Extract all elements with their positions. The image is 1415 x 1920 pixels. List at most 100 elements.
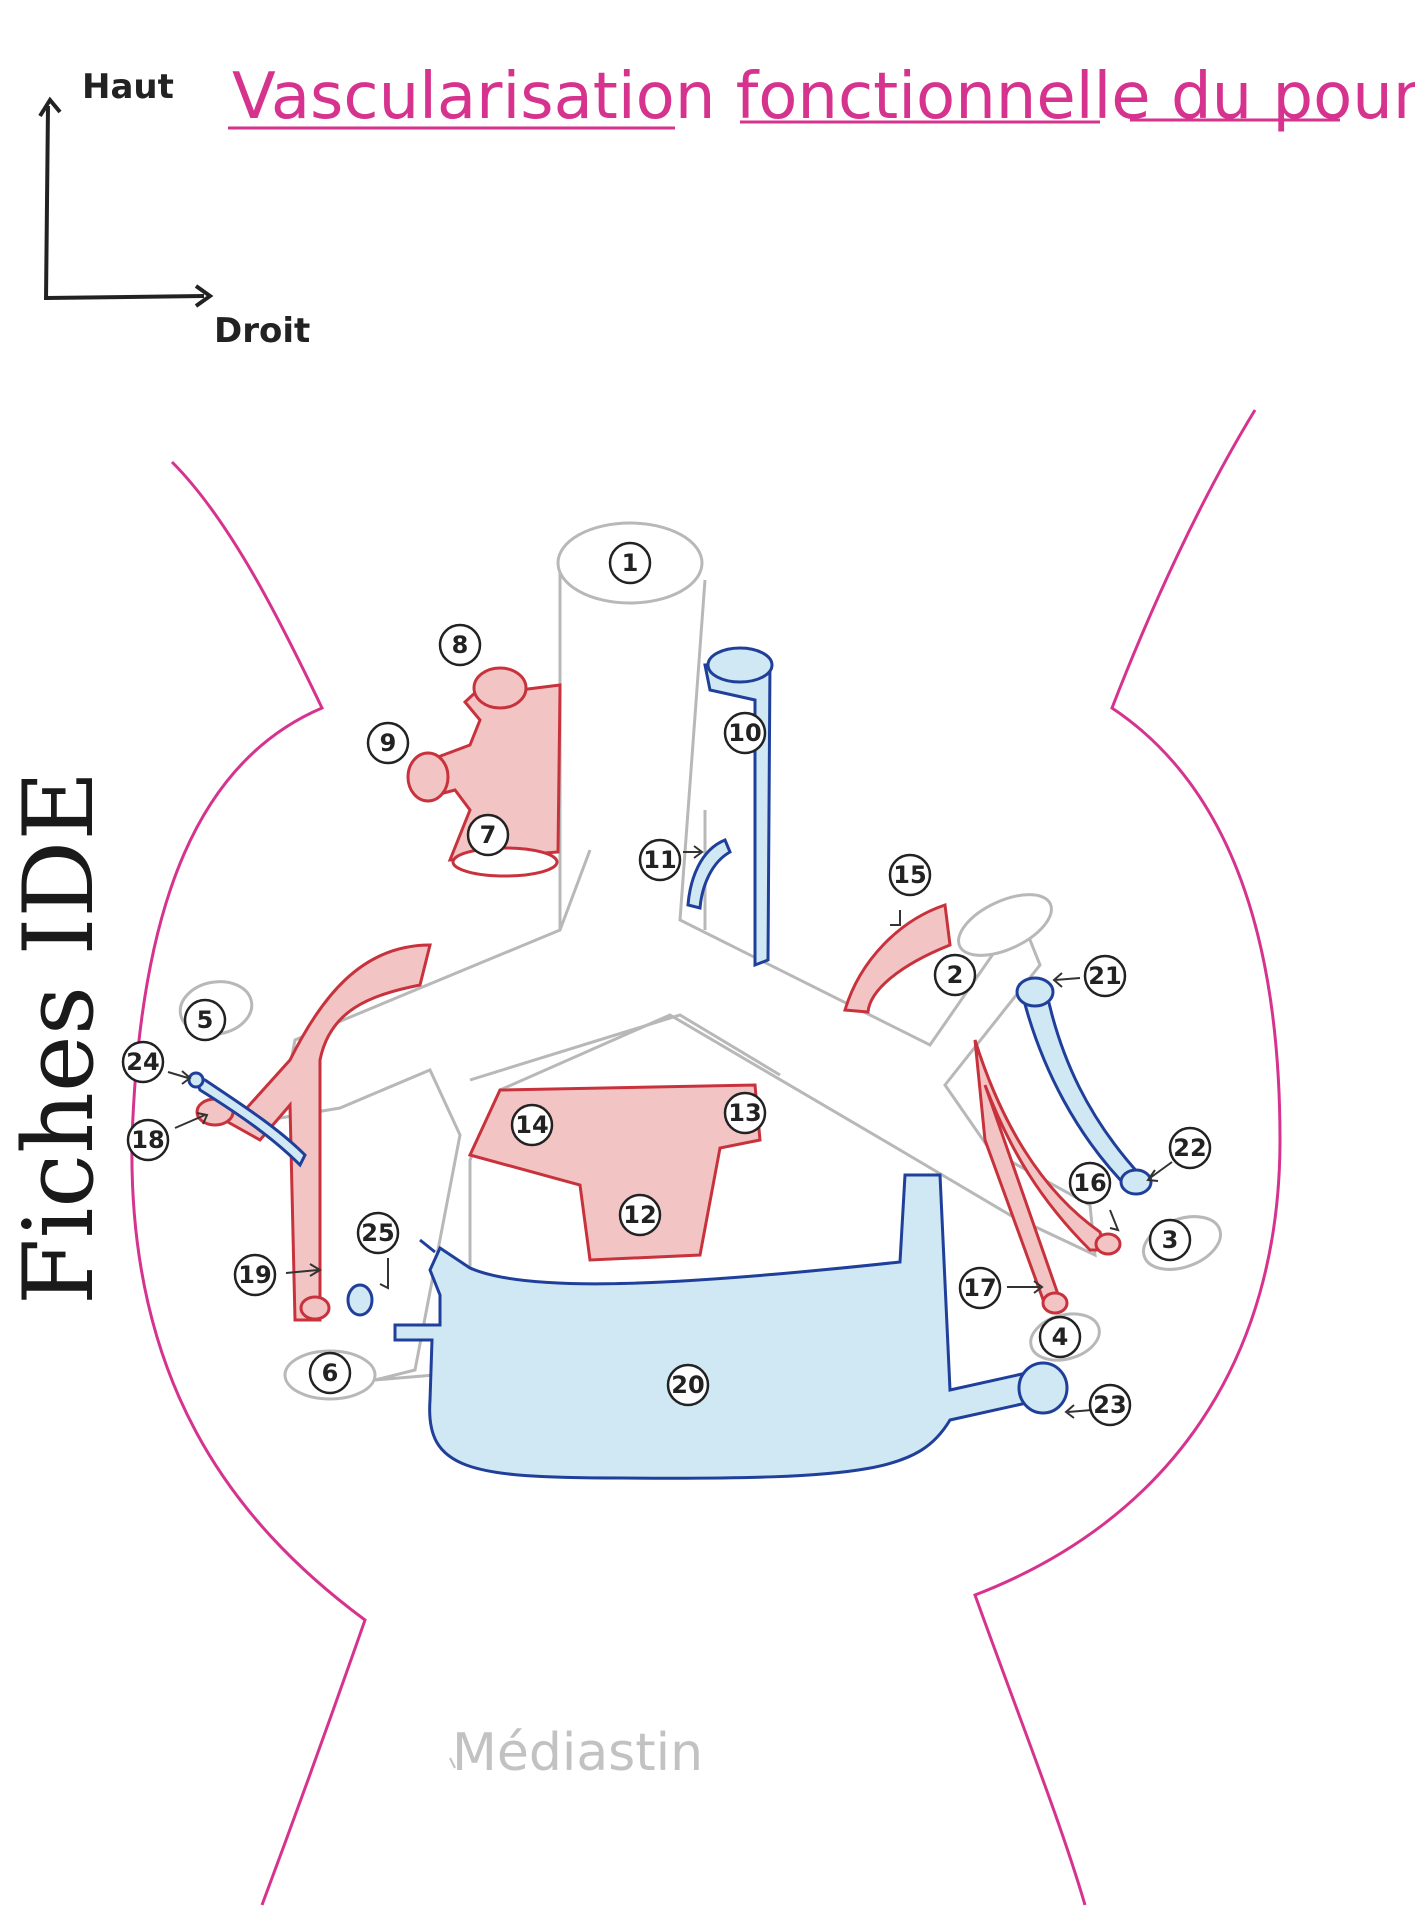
number-label: 4 bbox=[1038, 1315, 1082, 1359]
leader-arrows bbox=[167, 845, 1173, 1419]
number-label: 3 bbox=[1148, 1218, 1192, 1262]
number-label-text: 17 bbox=[963, 1274, 996, 1302]
number-label-circle bbox=[233, 1253, 277, 1297]
number-label-text: 19 bbox=[238, 1261, 271, 1289]
number-label-text: 3 bbox=[1162, 1226, 1179, 1254]
left-lung-outline bbox=[130, 460, 367, 1906]
number-label: 19 bbox=[233, 1253, 277, 1297]
azygos-vein bbox=[686, 838, 732, 910]
bronchus-inner-line bbox=[469, 1013, 781, 1082]
number-label-circle bbox=[638, 838, 682, 882]
number-label-text: 9 bbox=[380, 729, 397, 757]
left-upper-vein-end bbox=[187, 1071, 205, 1089]
venous-vessels bbox=[187, 646, 1153, 1480]
number-label-circle bbox=[608, 541, 652, 585]
number-label-circle bbox=[466, 813, 510, 857]
number-label: 17 bbox=[958, 1266, 1002, 1310]
number-label-text: 8 bbox=[452, 631, 469, 659]
number-label-circle bbox=[723, 1091, 767, 1135]
orientation-axes: Haut Droit bbox=[38, 67, 310, 351]
number-label-text: 10 bbox=[728, 719, 761, 747]
number-label-circle bbox=[618, 1193, 662, 1237]
number-label-circle bbox=[121, 1040, 165, 1084]
number-label-text: 25 bbox=[361, 1219, 394, 1247]
arrow-24-icon bbox=[167, 1070, 192, 1085]
arrow-21-icon bbox=[1052, 972, 1081, 988]
number-label: 23 bbox=[1088, 1383, 1132, 1427]
number-label-circle bbox=[888, 853, 932, 897]
number-label-text: 6 bbox=[322, 1359, 339, 1387]
number-label-text: 21 bbox=[1088, 962, 1121, 990]
number-label: 24 bbox=[121, 1040, 165, 1084]
number-label-circle bbox=[356, 1211, 400, 1255]
number-label-text: 18 bbox=[131, 1126, 164, 1154]
number-label: 6 bbox=[308, 1351, 352, 1395]
number-label-circle bbox=[510, 1103, 554, 1147]
number-label-circle bbox=[1038, 1315, 1082, 1359]
number-label-text: 2 bbox=[947, 961, 964, 989]
number-label-text: 12 bbox=[623, 1201, 656, 1229]
up-axis bbox=[44, 105, 50, 301]
number-label-text: 23 bbox=[1093, 1391, 1126, 1419]
pulmonary-trunk bbox=[467, 1083, 762, 1262]
number-label: 22 bbox=[1168, 1126, 1212, 1170]
bronchi-body bbox=[278, 566, 1097, 1382]
number-label: 15 bbox=[888, 853, 932, 897]
number-label: 25 bbox=[356, 1211, 400, 1255]
left-lower-artery-end bbox=[299, 1295, 331, 1321]
right-lung-outline bbox=[973, 409, 1282, 1906]
left-lower-pulmonary-vein-end bbox=[346, 1283, 374, 1317]
number-label: 5 bbox=[183, 998, 227, 1042]
pulmonary-vein-stub bbox=[419, 1238, 436, 1254]
number-label-text: 22 bbox=[1173, 1134, 1206, 1162]
vena-cava-top bbox=[706, 646, 774, 684]
number-label-text: 24 bbox=[126, 1048, 159, 1076]
number-label: 18 bbox=[126, 1118, 170, 1162]
number-label-circle bbox=[308, 1351, 352, 1395]
right-artery-end-16 bbox=[1094, 1232, 1122, 1256]
right-upper-vein-lower-end bbox=[1119, 1168, 1153, 1196]
number-label: 2 bbox=[933, 953, 977, 997]
number-label: 12 bbox=[618, 1193, 662, 1237]
number-label-circle bbox=[438, 623, 482, 667]
number-label-circle bbox=[1083, 954, 1127, 998]
number-label: 8 bbox=[438, 623, 482, 667]
arrow-11-icon bbox=[683, 845, 704, 859]
number-label: 20 bbox=[666, 1363, 710, 1407]
number-label-text: 15 bbox=[893, 861, 926, 889]
arrow-22-icon bbox=[1146, 1161, 1173, 1182]
number-label: 13 bbox=[723, 1091, 767, 1135]
left-upper-pulmonary-vein bbox=[192, 1074, 307, 1168]
number-label-text: 7 bbox=[480, 821, 497, 849]
right-lower-artery bbox=[973, 1039, 1107, 1307]
number-label-circle bbox=[723, 711, 767, 755]
right-upper-vein-end bbox=[1015, 976, 1055, 1008]
number-label-circle bbox=[958, 1266, 1002, 1310]
number-label-circle bbox=[1088, 1383, 1132, 1427]
arrow-16-icon bbox=[1109, 1209, 1120, 1232]
number-label-circle bbox=[1168, 1126, 1212, 1170]
arrow-19-icon bbox=[285, 1263, 322, 1277]
number-label-circle bbox=[933, 953, 977, 997]
number-label: 16 bbox=[1068, 1161, 1112, 1205]
subclavian-artery bbox=[406, 751, 450, 803]
number-label-text: 5 bbox=[197, 1006, 214, 1034]
right-lower-pulmonary-vein-end bbox=[1017, 1361, 1069, 1415]
up-arrow-icon bbox=[38, 96, 62, 118]
arrow-25-icon bbox=[379, 1258, 389, 1290]
arrow-23-icon bbox=[1064, 1404, 1093, 1419]
number-label-text: 20 bbox=[671, 1371, 704, 1399]
number-label: 11 bbox=[638, 838, 682, 882]
number-label-text: 14 bbox=[515, 1111, 548, 1139]
number-label: 14 bbox=[510, 1103, 554, 1147]
number-label-text: 11 bbox=[643, 846, 676, 874]
right-arrow-icon bbox=[194, 284, 214, 308]
up-label: Haut bbox=[82, 67, 174, 107]
mediastinum-label: Médiastin bbox=[452, 1723, 703, 1783]
number-label-circle bbox=[1148, 1218, 1192, 1262]
mediastinum-stroke bbox=[449, 1757, 456, 1769]
watermark-text: Fiches IDE bbox=[3, 771, 115, 1305]
right-label: Droit bbox=[214, 311, 310, 351]
